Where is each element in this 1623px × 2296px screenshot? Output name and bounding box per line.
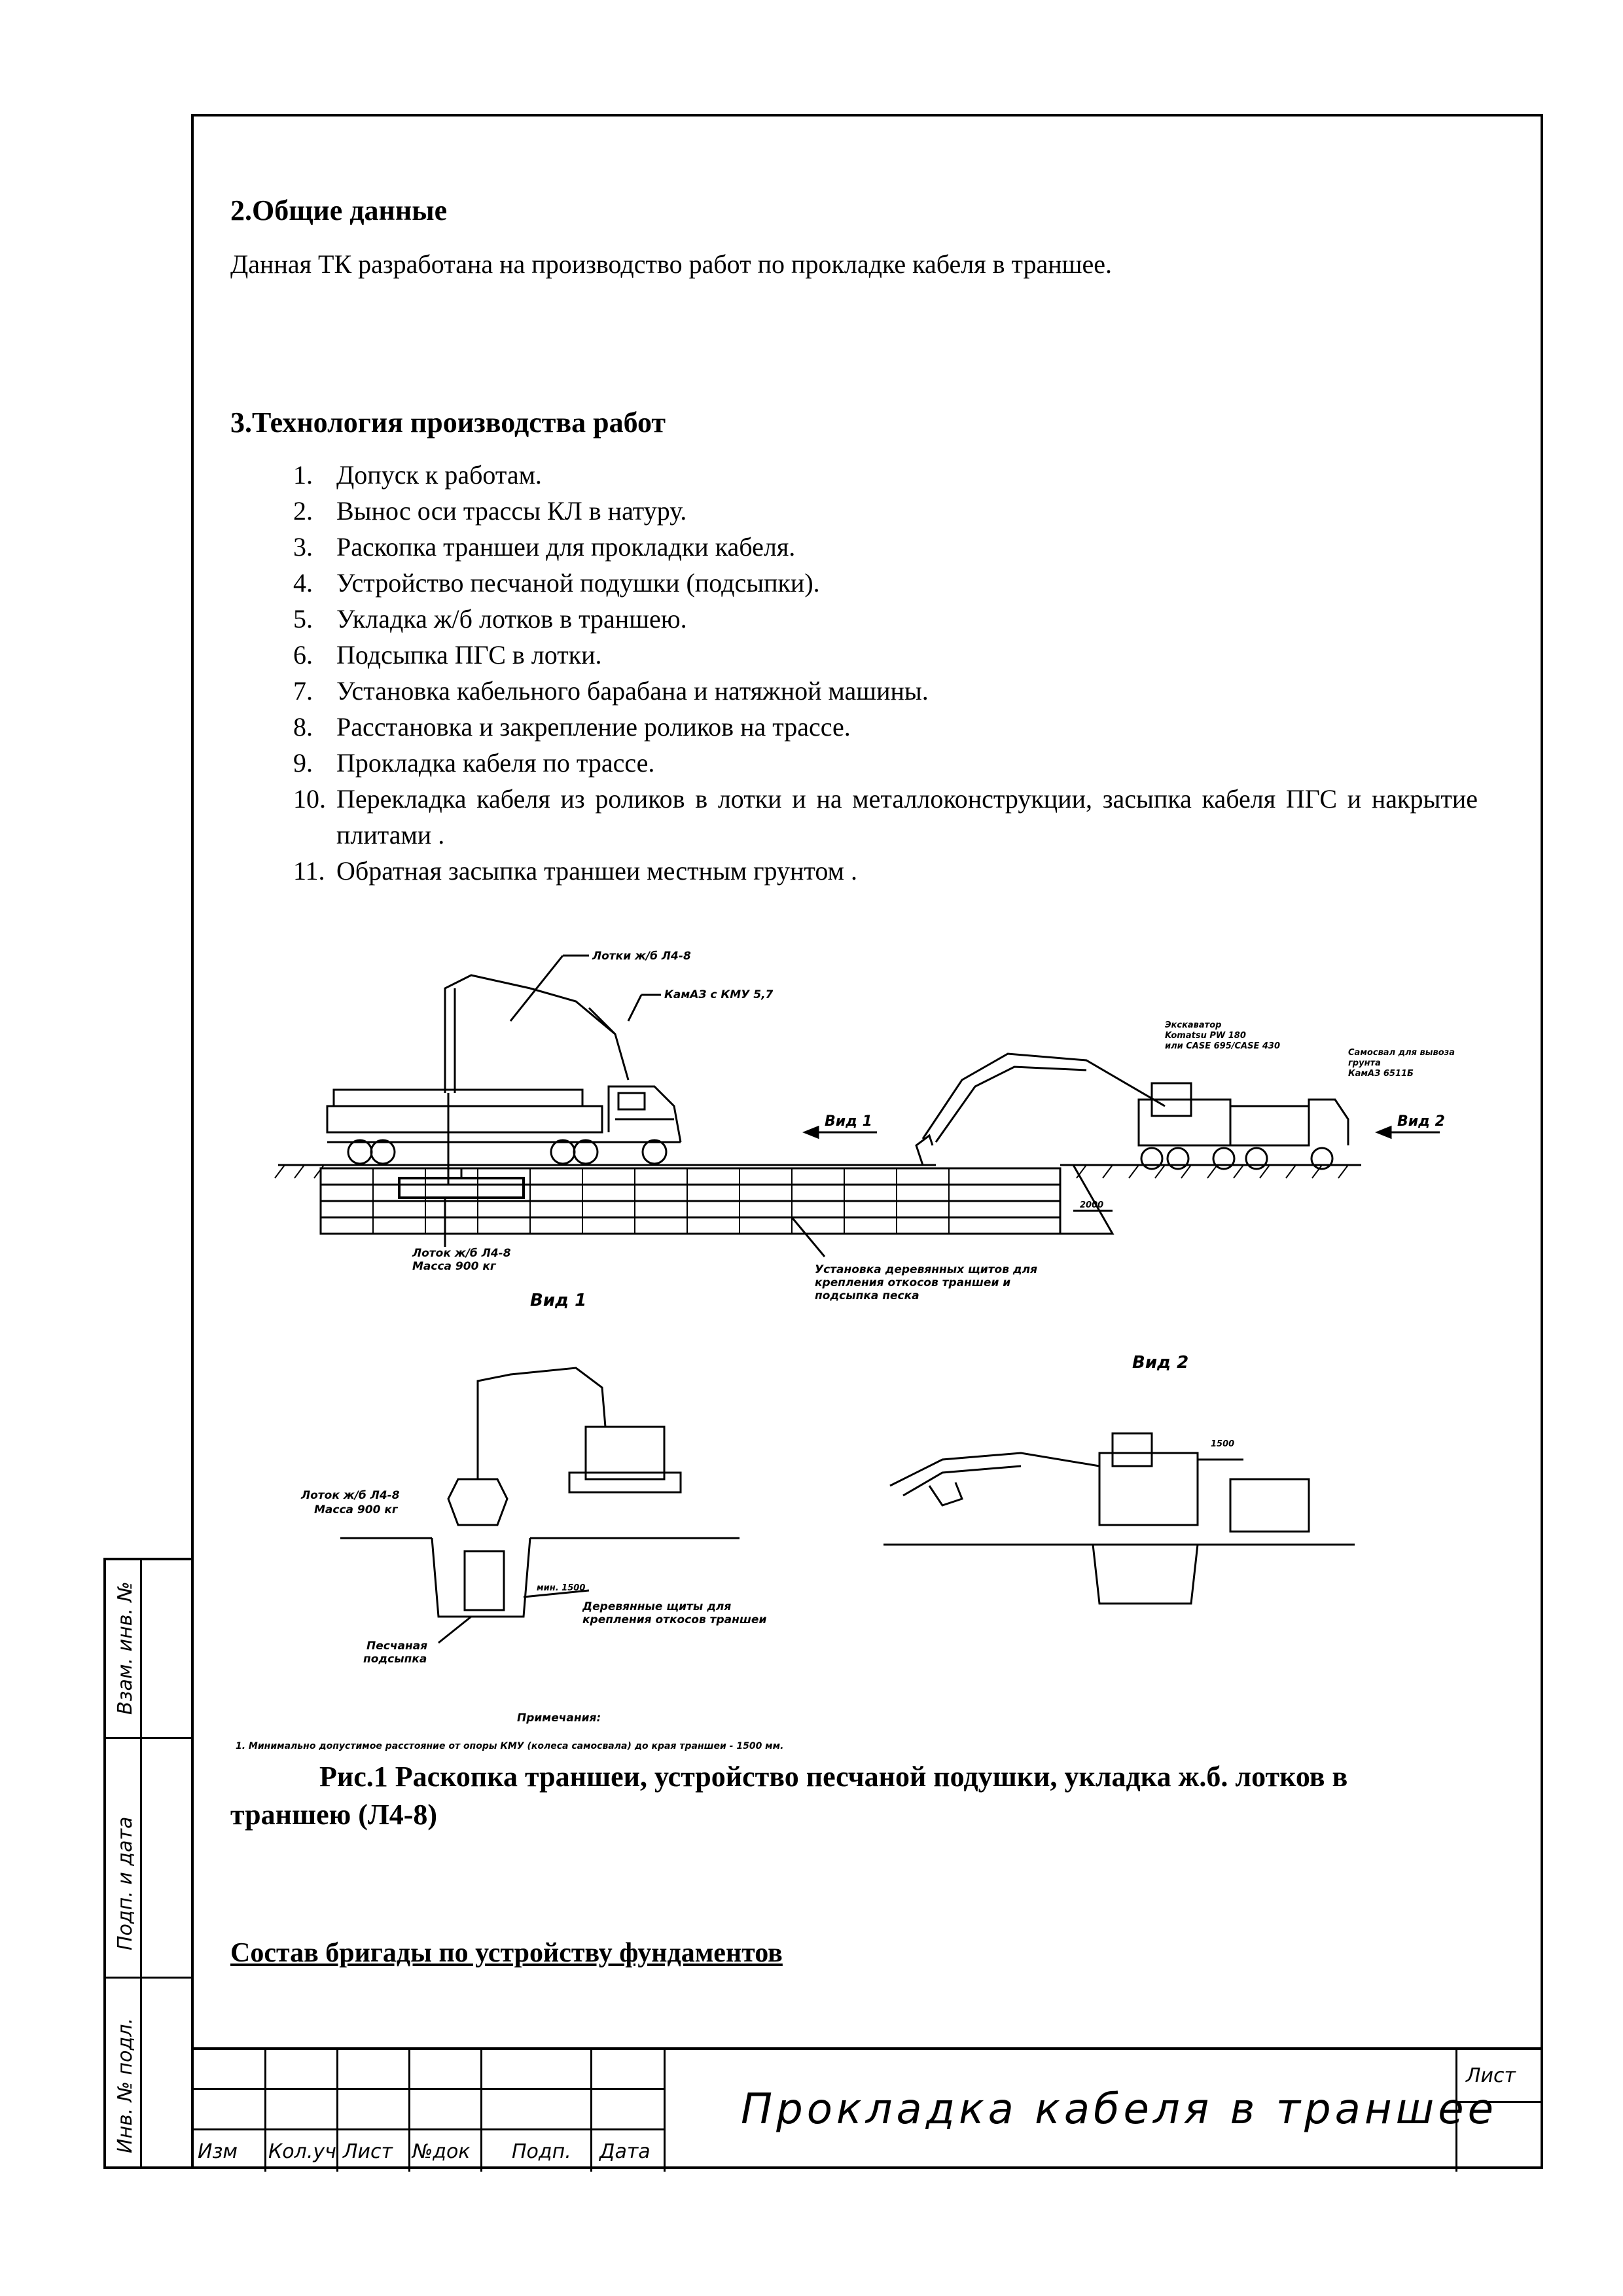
step-item: 3. Раскопка траншеи для прокладки кабеля. (293, 529, 1478, 565)
stamp-koluch: Кол.уч (268, 2140, 336, 2163)
label-v1-shields-1: Деревянные щиты для (582, 1600, 731, 1613)
label-view1-arrow: Вид 1 (825, 1113, 872, 1130)
stamp-list: Лист (343, 2140, 393, 2163)
step-text: Установка кабельного барабана и натяжной… (336, 676, 929, 706)
side-inv: Инв. № подл. (114, 2018, 137, 2153)
side-strip (103, 1558, 194, 2169)
step-item: 7. Установка кабельного барабана и натяжн… (293, 673, 1478, 709)
stamp-sheet-label: Лист (1466, 2064, 1516, 2087)
step-text: Расстановка и закрепление роликов на тра… (336, 712, 851, 742)
title-block: Изм Кол.уч Лист №док Подп. Дата Прокладк… (191, 2047, 1543, 2172)
step-item: 5. Укладка ж/б лотков в траншею. (293, 601, 1478, 637)
label-v1-tray-1: Лоток ж/б Л4-8 (300, 1489, 400, 1502)
step-item: 4. Устройство песчаной подушки (подсыпки)… (293, 565, 1478, 601)
step-text: Раскопка траншеи для прокладки кабеля. (336, 532, 796, 562)
step-item: 6. Подсыпка ПГС в лотки. (293, 637, 1478, 673)
step-item: 8. Расстановка и закрепление роликов на т… (293, 709, 1478, 745)
label-view2-arrow: Вид 2 (1397, 1113, 1445, 1130)
step-number: 6. (293, 640, 313, 670)
section2-text: Данная ТК разработана на производство ра… (230, 249, 1112, 279)
side-podp: Подп. и дата (114, 1816, 137, 1950)
label-dump-2: грунта (1348, 1058, 1381, 1068)
label-notes-title: Примечания: (517, 1712, 601, 1725)
stamp-title: Прокладка кабеля в траншее (741, 2085, 1497, 2134)
step-number: 11. (293, 856, 325, 886)
label-v1-sand-1: Песчаная (366, 1640, 427, 1653)
step-item: 11. Обратная засыпка траншеи местным грун… (293, 853, 1478, 889)
step-number: 8. (293, 712, 313, 742)
step-text: Допуск к работам. (336, 460, 542, 490)
step-item: 1. Допуск к работам. (293, 457, 1478, 493)
step-text: Вынос оси трассы КЛ в натуру. (336, 496, 687, 526)
label-view2-title: Вид 2 (1132, 1353, 1188, 1372)
label-excavator-1: Экскаватор (1165, 1020, 1221, 1030)
step-text: Устройство песчаной подушки (подсыпки). (336, 568, 820, 598)
label-v1-min: мин. 1500 (537, 1583, 585, 1593)
figure-caption: Рис.1 Раскопка траншеи, устройство песча… (230, 1761, 1348, 1831)
stamp-izm: Изм (198, 2140, 238, 2163)
step-item: 2. Вынос оси трассы КЛ в натуру. (293, 493, 1478, 529)
trench-drawing: Лотки ж/б Л4-8 КамАЗ с КМУ 5,7 Экскавато… (236, 950, 1455, 1751)
stamp-data: Дата (599, 2140, 651, 2163)
label-dim-2000: 2000 (1080, 1200, 1103, 1210)
stamp-ndok: №док (412, 2140, 471, 2163)
label-shields-3: подсыпка песка (815, 1289, 919, 1302)
section2-heading: 2.Общие данные (230, 194, 448, 226)
sheet-frame (191, 114, 1543, 2169)
step-number: 7. (293, 676, 313, 706)
side-vzam: Взам. инв. № (114, 1581, 137, 1715)
label-shields-2: крепления откосов траншеи и (815, 1276, 1010, 1289)
step-number: 9. (293, 748, 313, 778)
label-v1-sand-2: подсыпка (363, 1653, 427, 1666)
label-excavator-2: Komatsu PW 180 (1165, 1031, 1246, 1041)
step-text: Обратная засыпка траншеи местным грунтом… (336, 856, 857, 886)
step-number: 1. (293, 460, 313, 490)
steps-list: 1. Допуск к работам. 2. Вынос оси трассы КЛ… (293, 457, 1478, 889)
step-number: 10. (293, 784, 326, 814)
step-number: 4. (293, 568, 313, 598)
label-note-1: 1. Минимально допустимое расстояние от о… (236, 1741, 783, 1751)
brigade-heading: Состав бригады по устройству фундаментов (230, 1938, 783, 1968)
label-excavator-3: или CASE 695/CASE 430 (1165, 1041, 1280, 1051)
label-dump-3: КамАЗ 6511Б (1348, 1069, 1414, 1079)
step-number: 2. (293, 496, 313, 526)
label-view1-title: Вид 1 (530, 1291, 586, 1310)
label-dump-1: Самосвал для вывоза (1348, 1048, 1455, 1058)
label-shields-1: Установка деревянных щитов для (815, 1263, 1037, 1276)
label-v1-shields-2: крепления откосов траншеи (582, 1613, 766, 1626)
label-kamaz: КамАЗ с КМУ 5,7 (664, 988, 774, 1001)
label-tray-1: Лоток ж/б Л4-8 (412, 1247, 511, 1260)
step-item: 9. Прокладка кабеля по трассе. (293, 745, 1478, 781)
step-text: Подсыпка ПГС в лотки. (336, 640, 602, 670)
step-text: Перекладка кабеля из роликов в лотки и н… (336, 784, 1478, 850)
label-v1-tray-2: Масса 900 кг (314, 1503, 399, 1516)
step-text: Прокладка кабеля по трассе. (336, 748, 655, 778)
label-tray-2: Масса 900 кг (412, 1260, 497, 1273)
section3-heading: 3.Технология производства работ (230, 406, 666, 439)
label-trays: Лотки ж/б Л4-8 (592, 950, 691, 963)
stamp-podp: Подп. (512, 2140, 571, 2163)
step-number: 3. (293, 532, 313, 562)
label-v2-dim: 1500 (1211, 1439, 1234, 1449)
step-text: Укладка ж/б лотков в траншею. (336, 604, 687, 634)
step-item: 10. Перекладка кабеля из роликов в лотки … (293, 781, 1478, 853)
step-number: 5. (293, 604, 313, 634)
